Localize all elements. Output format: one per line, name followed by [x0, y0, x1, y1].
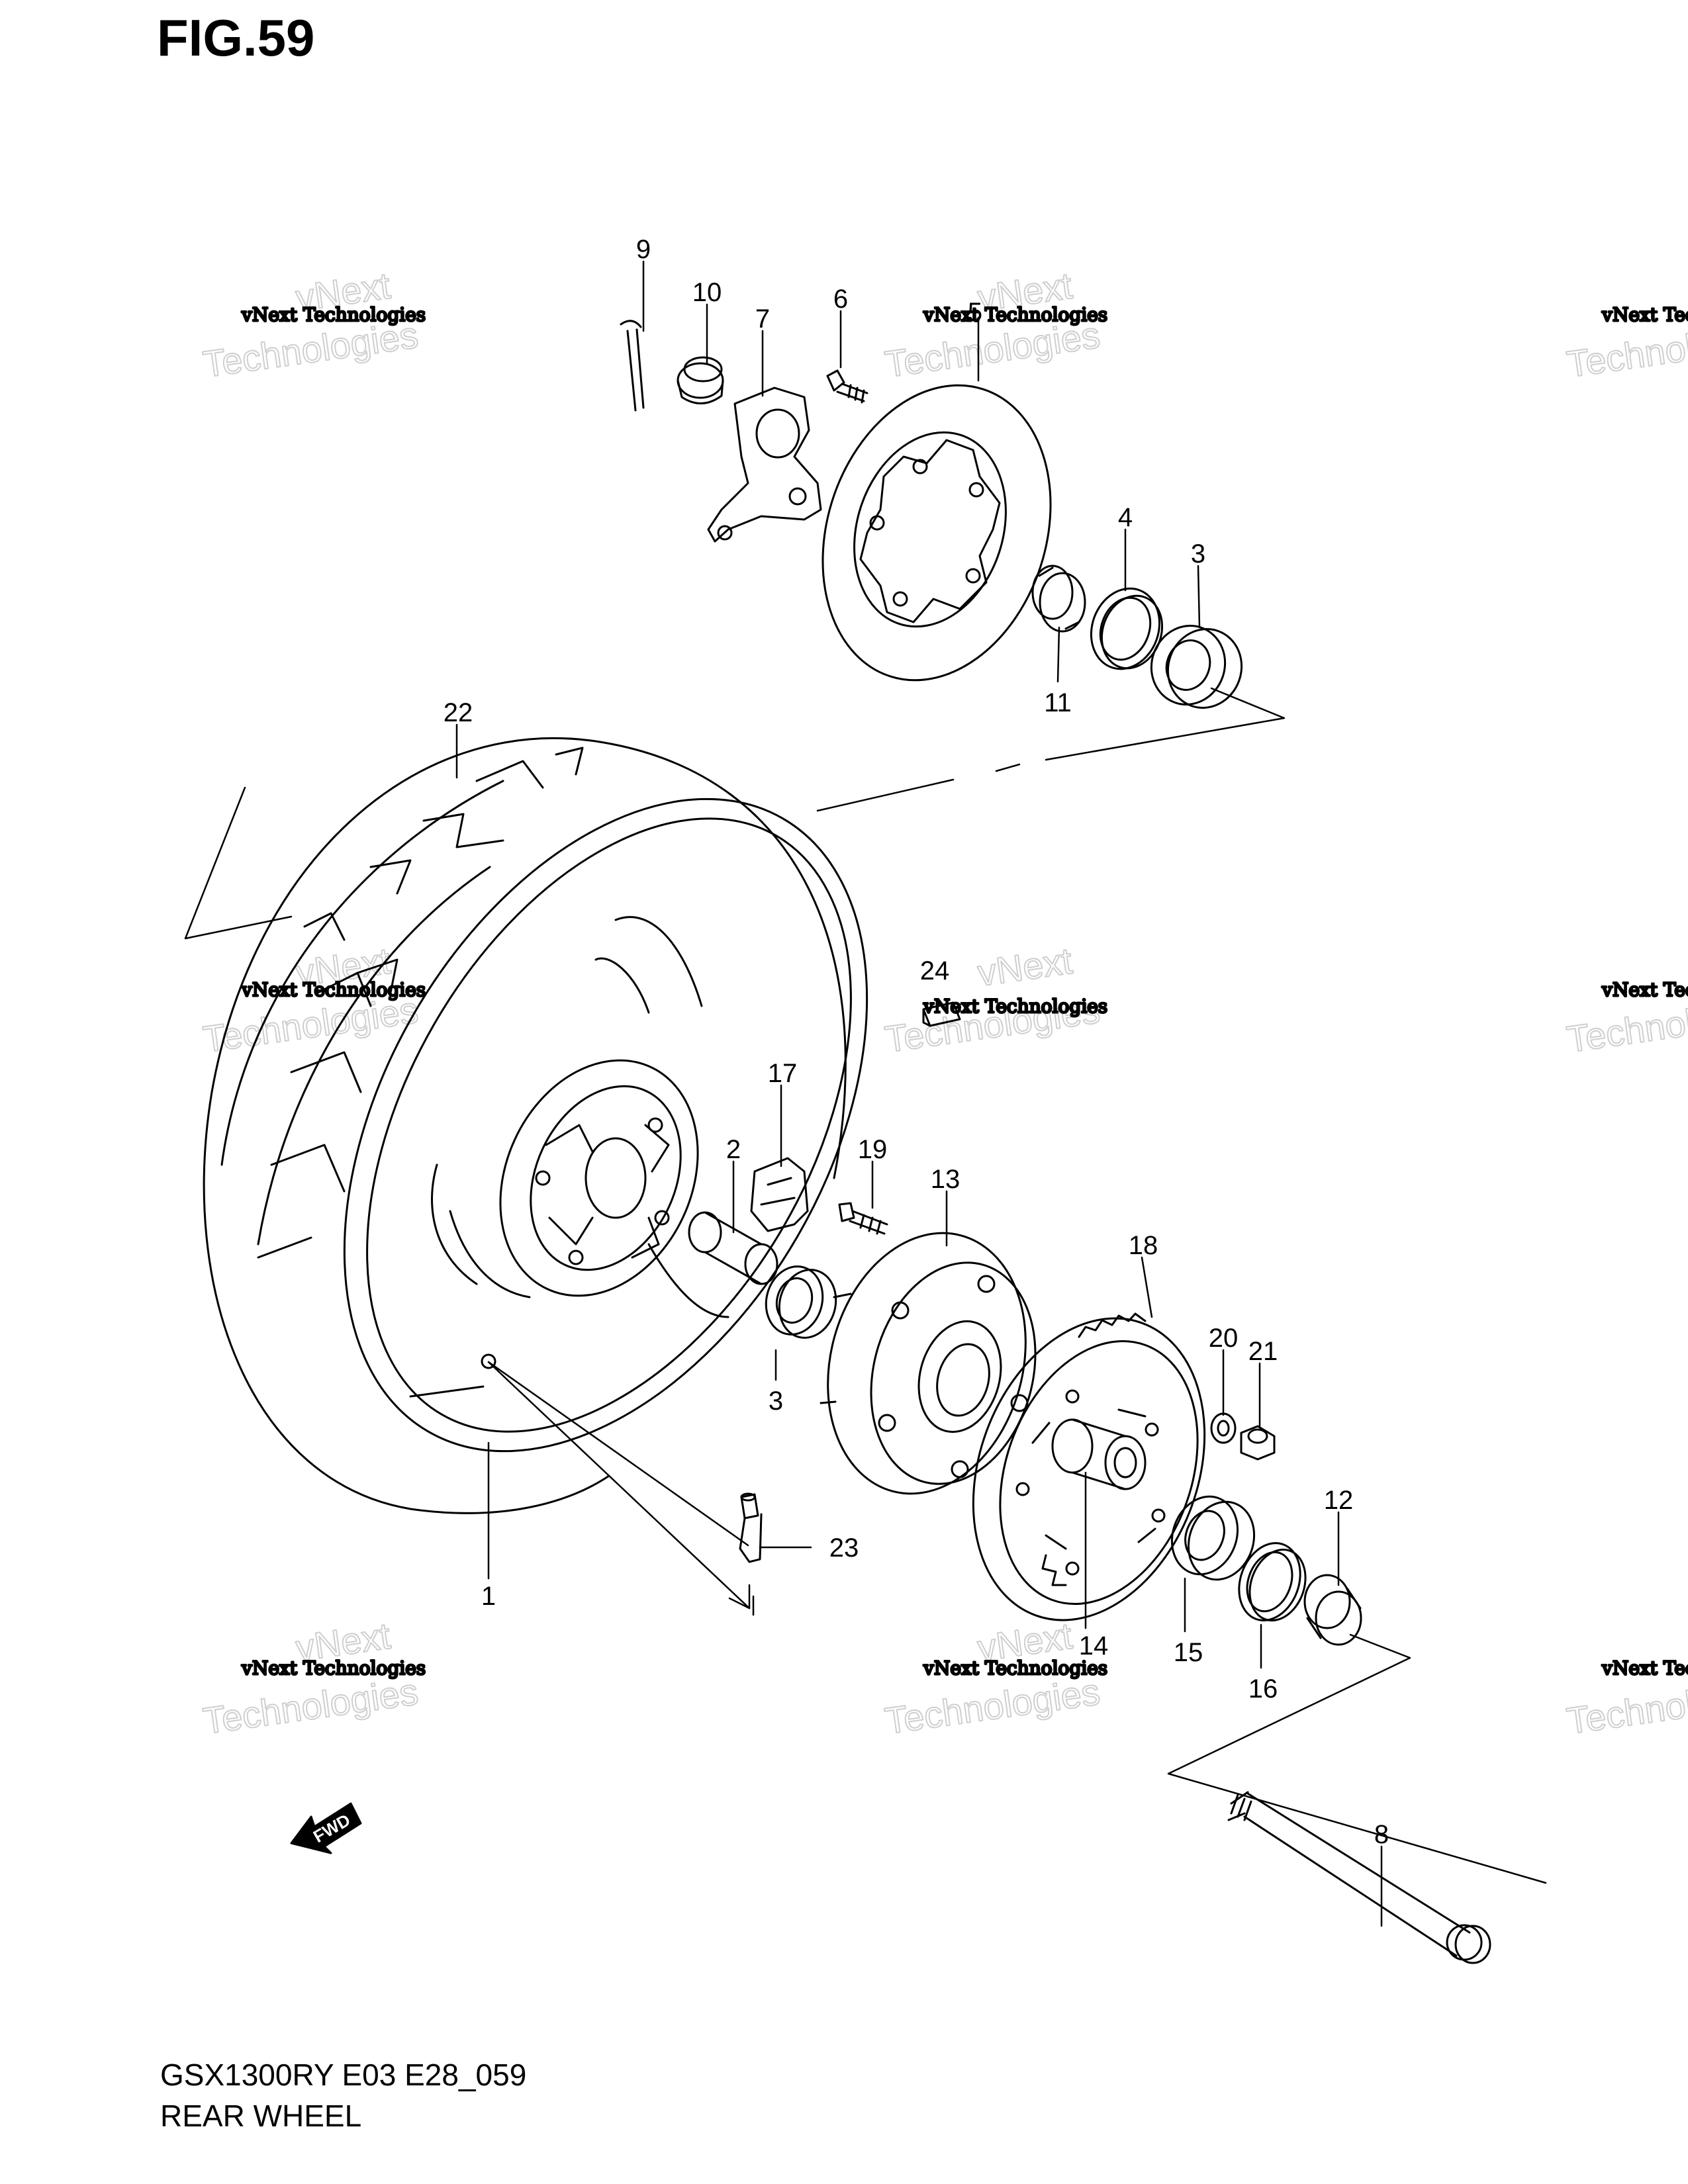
- callout-8: 8: [1374, 1820, 1389, 1849]
- callout-19: 19: [858, 1135, 888, 1164]
- watermark-mid-right: Technologies vNext Technologies: [1564, 978, 1688, 1061]
- callout-15: 15: [1174, 1638, 1203, 1667]
- watermark-mid-left: Technologies vNext vNext Technologies: [200, 939, 427, 1061]
- balance-weight: [922, 1001, 961, 1027]
- svg-text:vNext Technologies: vNext Technologies: [241, 1657, 426, 1679]
- bearing-right: [1170, 1495, 1256, 1581]
- svg-text:vNext Technologies: vNext Technologies: [1601, 979, 1688, 1001]
- callout-18: 18: [1129, 1231, 1158, 1260]
- svg-text:vNext Technologies: vNext Technologies: [923, 304, 1107, 326]
- callout-11: 11: [1044, 688, 1072, 717]
- watermark-top-right: Technologies vNext Technologies: [1564, 303, 1688, 386]
- assembly-axis-lower: [1167, 1633, 1547, 1884]
- rear-axle: [1227, 1791, 1491, 1964]
- cotter-pin: [620, 320, 645, 412]
- oil-seal-right: [1238, 1542, 1307, 1621]
- callout-1: 1: [481, 1582, 496, 1611]
- callout-13: 13: [931, 1165, 961, 1194]
- disc-bolt: [826, 369, 868, 404]
- callout-14: 14: [1079, 1631, 1109, 1661]
- tire-valve: [739, 1492, 763, 1563]
- torque-link-bracket: [707, 387, 822, 543]
- svg-text:vNext Technologies: vNext Technologies: [1601, 304, 1688, 326]
- svg-text:vNext Technologies: vNext Technologies: [241, 304, 426, 326]
- svg-text:vNext Technologies: vNext Technologies: [241, 979, 426, 1001]
- callout-5: 5: [968, 298, 982, 327]
- watermark-top-left: Technologies vNext vNext Technologies: [200, 264, 427, 386]
- callout-7: 7: [755, 304, 770, 334]
- sprocket-nut: [1240, 1425, 1276, 1461]
- callout-23: 23: [829, 1533, 859, 1563]
- svg-text:Technologies: Technologies: [201, 1670, 420, 1742]
- callout-3-upper: 3: [1191, 539, 1205, 569]
- wheel-hub: [499, 1059, 699, 1297]
- oil-seal-left: [1090, 587, 1164, 670]
- model-code: GSX1300RY E03 E28_059: [160, 2058, 527, 2092]
- callout-21: 21: [1248, 1337, 1278, 1366]
- sprocket-washer: [1210, 1412, 1237, 1444]
- sprocket-mounting-drum: [820, 1232, 1037, 1495]
- callout-2: 2: [726, 1135, 741, 1164]
- figure-title: FIG.59: [157, 9, 315, 67]
- svg-text:Technologies: Technologies: [882, 1670, 1102, 1742]
- svg-text:vNext Technologies: vNext Technologies: [1601, 1657, 1688, 1679]
- svg-text:vNext Technologies: vNext Technologies: [923, 995, 1107, 1017]
- bearing-upper: [1150, 625, 1243, 709]
- bearing-lower: [765, 1265, 837, 1339]
- callout-10: 10: [692, 278, 722, 307]
- rear-sprocket: [972, 1312, 1206, 1621]
- section-name: REAR WHEEL: [160, 2099, 362, 2133]
- callout-12: 12: [1324, 1486, 1354, 1515]
- spacer-right: [1303, 1574, 1362, 1646]
- callout-17: 17: [768, 1059, 798, 1088]
- rear-wheel-rim: [343, 797, 868, 1453]
- watermark-top-center: Technologies vNext vNext Technologies: [882, 264, 1109, 386]
- leader-lines: [455, 260, 1383, 1927]
- forward-arrow-icon: FWD: [290, 1802, 362, 1854]
- watermark-bottom-right: Technologies vNext Technologies: [1564, 1657, 1688, 1743]
- callout-22: 22: [444, 698, 473, 727]
- cush-rubber: [750, 1157, 809, 1232]
- callout-numbers: 9 10 7 6 5 4 3 11 22 24 17 2 19 13 18 20…: [444, 235, 1389, 1849]
- spacer-left: [1031, 565, 1086, 633]
- callout-20: 20: [1209, 1324, 1239, 1353]
- svg-text:vNext Technologies: vNext Technologies: [923, 1657, 1107, 1679]
- sprocket-spacer: [1051, 1418, 1147, 1490]
- brake-disc: [821, 384, 1052, 682]
- callout-6: 6: [833, 285, 848, 314]
- assembly-axis-upper: [816, 687, 1286, 812]
- axle-nut: [677, 356, 724, 404]
- watermark-mid-center: Technologies vNext vNext Technologies: [882, 939, 1109, 1061]
- callout-3-lower: 3: [769, 1387, 783, 1416]
- callout-16: 16: [1248, 1674, 1278, 1704]
- callout-4: 4: [1118, 503, 1133, 532]
- svg-text:Technologies: Technologies: [1564, 1670, 1688, 1742]
- svg-text:vNext: vNext: [975, 940, 1075, 994]
- rear-tire: [184, 737, 847, 1514]
- sprocket-bolt: [838, 1202, 888, 1235]
- callout-24: 24: [920, 956, 950, 985]
- callout-9: 9: [636, 235, 651, 264]
- watermark-bottom-left: Technologies vNext vNext Technologies: [200, 1614, 427, 1743]
- watermark-bottom-center: Technologies vNext vNext Technologies: [882, 1614, 1109, 1743]
